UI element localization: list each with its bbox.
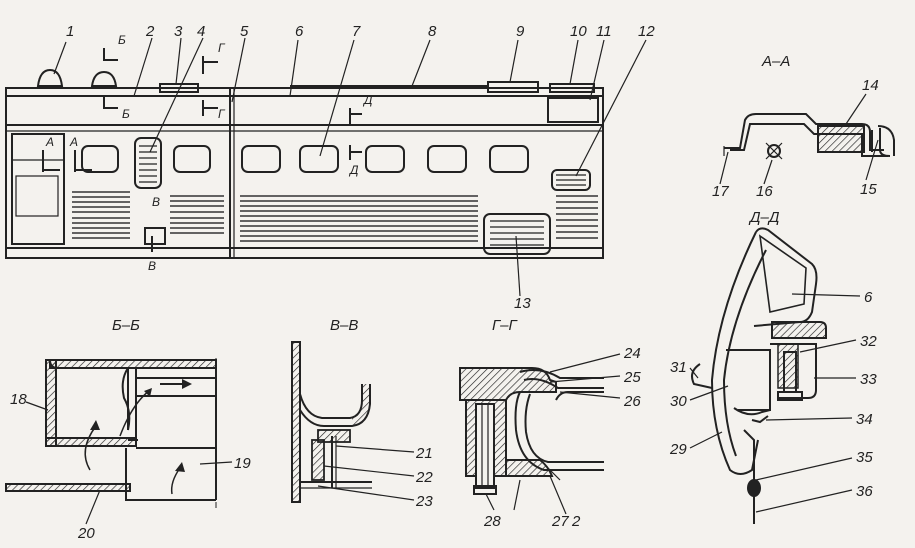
part-number: 17 (712, 183, 729, 200)
part-number: 29 (669, 441, 687, 458)
part-number: 35 (856, 449, 873, 466)
part-number: 11 (596, 23, 612, 40)
grille-4 (134, 137, 162, 189)
part-number: 34 (856, 411, 873, 428)
part-number: 8 (428, 23, 437, 40)
part-number: 12 (638, 23, 655, 40)
section-title-a-a: А–А (761, 53, 790, 70)
part-number: 30 (670, 393, 687, 410)
window (299, 145, 339, 173)
panel-11 (547, 97, 599, 123)
part-number: 2 (571, 513, 581, 530)
roof-strip-3 (159, 83, 199, 93)
part-number: 14 (862, 77, 879, 94)
part-number: 6 (864, 289, 873, 306)
window (173, 145, 211, 173)
part-number: 32 (860, 333, 877, 350)
section-g-g (459, 367, 604, 495)
cut-letter: Д (362, 93, 373, 107)
part-number: 23 (415, 493, 433, 510)
roof-block-9 (487, 81, 539, 93)
section-d-d (691, 227, 827, 524)
roof-block-10 (549, 83, 595, 93)
corrugated-panels (72, 191, 598, 242)
part-number: 36 (856, 483, 873, 500)
window (489, 145, 529, 173)
part-number: 27 (551, 513, 569, 530)
part-number: 20 (77, 525, 95, 542)
leader-lines (25, 37, 879, 525)
part-number: 24 (623, 345, 641, 362)
section-a-a (723, 113, 895, 160)
cut-letter: А (45, 135, 54, 149)
part-number: 7 (352, 23, 361, 40)
section-v-v (291, 341, 372, 503)
section-b-b (5, 358, 217, 508)
window (365, 145, 405, 173)
cut-letter: Б (122, 107, 130, 121)
side-view (5, 48, 604, 259)
windows (81, 145, 529, 173)
part-number: 26 (623, 393, 641, 410)
bolt-16 (767, 144, 781, 158)
section-title-g-g: Г–Г (492, 317, 519, 334)
cut-marker-a (42, 150, 92, 172)
part-number: 4 (197, 23, 205, 40)
cut-marker-g (202, 56, 218, 116)
part-number: 21 (415, 445, 433, 462)
part-number: 18 (10, 391, 27, 408)
window (241, 145, 281, 173)
cut-marker-d (349, 108, 362, 160)
cut-letter: Г (218, 41, 226, 55)
part-number: 3 (174, 23, 183, 40)
vent-dome-2 (90, 70, 118, 87)
section-title-v-v: В–В (330, 317, 358, 334)
part-number: 9 (516, 23, 525, 40)
part-number: 15 (860, 181, 877, 198)
part-number: 16 (756, 183, 773, 200)
labels: 1 2 3 4 5 6 7 8 9 10 11 12 13 14 15 16 1… (10, 23, 879, 542)
section-title-b-b: Б–Б (112, 317, 140, 334)
cut-letter: Г (218, 107, 226, 121)
cab-door (11, 133, 65, 245)
part-number: 33 (860, 371, 877, 388)
part-number: 31 (670, 359, 687, 376)
vent-dome-1 (36, 68, 64, 87)
cut-marker-v (144, 227, 166, 252)
window (81, 145, 119, 173)
part-number: 28 (483, 513, 501, 530)
cut-letter: А (69, 135, 78, 149)
part-number: 25 (623, 369, 641, 386)
section-title-d-d: Д–Д (748, 209, 780, 226)
part-number: 5 (240, 23, 249, 40)
body-outline (5, 87, 604, 259)
part-number: 2 (145, 23, 155, 40)
part-number: 6 (295, 23, 304, 40)
part-number: 10 (570, 23, 587, 40)
cut-letter: Д (348, 163, 359, 177)
part-number: 13 (514, 295, 531, 312)
fastener-35 (747, 479, 761, 497)
part-number: 19 (234, 455, 251, 472)
cut-letter: В (152, 195, 160, 209)
window (427, 145, 467, 173)
grille-12 (551, 169, 591, 191)
cut-letter: В (148, 259, 156, 273)
part-number: 22 (415, 469, 433, 486)
cut-marker-b (103, 48, 118, 109)
part-number: 1 (66, 23, 74, 40)
cut-letter: Б (118, 33, 126, 47)
